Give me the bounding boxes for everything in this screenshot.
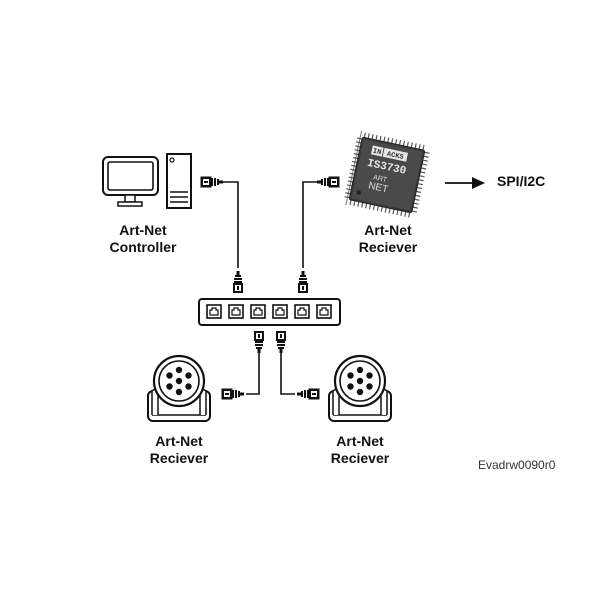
rj45-plug-icon	[276, 331, 286, 353]
moving-light-left-icon	[146, 354, 212, 423]
rj45-plug-icon	[221, 388, 245, 400]
rj45-plug-icon	[296, 388, 320, 400]
switch-port-icon	[316, 304, 332, 319]
switch-port-icon	[206, 304, 222, 319]
cable-switch-to-fixture-left	[221, 331, 264, 400]
chip-receiver-label-line2: Reciever	[358, 239, 418, 255]
moving-light-right-icon	[327, 354, 393, 423]
chip-brand-right: ACKS	[386, 151, 404, 162]
controller-computer-icon	[102, 153, 192, 209]
rj45-plug-icon	[316, 176, 340, 188]
switch-port-icon	[228, 304, 244, 319]
output-arrow-icon	[445, 177, 485, 189]
switch-port-icon	[272, 304, 288, 319]
chip-receiver-label-line1: Art-Net	[364, 222, 412, 238]
fixture-left-label-line2: Reciever	[149, 450, 209, 466]
cable-chip-to-switch	[298, 176, 340, 293]
cable-controller-to-switch	[200, 176, 243, 293]
rj45-plug-icon	[298, 271, 308, 293]
switch-port-icon	[294, 304, 310, 319]
fixture-left-label: Art-Net Reciever	[136, 433, 222, 467]
chip-logo-bottom: NET	[367, 180, 389, 195]
chip-logo-top: ART	[372, 174, 388, 184]
chip-brand-left: IN	[372, 148, 382, 158]
chip-receiver-label: Art-Net Reciever	[345, 222, 431, 256]
rj45-plug-icon	[233, 271, 243, 293]
drawing-code: Evadrw0090r0	[478, 458, 556, 472]
switch-port-icon	[250, 304, 266, 319]
fixture-right-label-line2: Reciever	[330, 450, 390, 466]
output-label: SPI/I2C	[497, 173, 546, 189]
controller-label-line2: Controller	[109, 239, 177, 255]
ethernet-switch-icon	[198, 298, 341, 326]
fixture-right-label-line1: Art-Net	[336, 433, 384, 449]
rj45-plug-icon	[200, 176, 224, 188]
controller-label: Art-Net Controller	[100, 222, 186, 256]
fixture-left-label-line1: Art-Net	[155, 433, 203, 449]
cable-switch-to-fixture-right	[276, 331, 320, 400]
controller-label-line1: Art-Net	[119, 222, 167, 238]
rj45-plug-icon	[254, 331, 264, 353]
fixture-right-label: Art-Net Reciever	[317, 433, 403, 467]
ic-chip-icon: IN ACKS IS3730 ART NET	[344, 130, 430, 218]
